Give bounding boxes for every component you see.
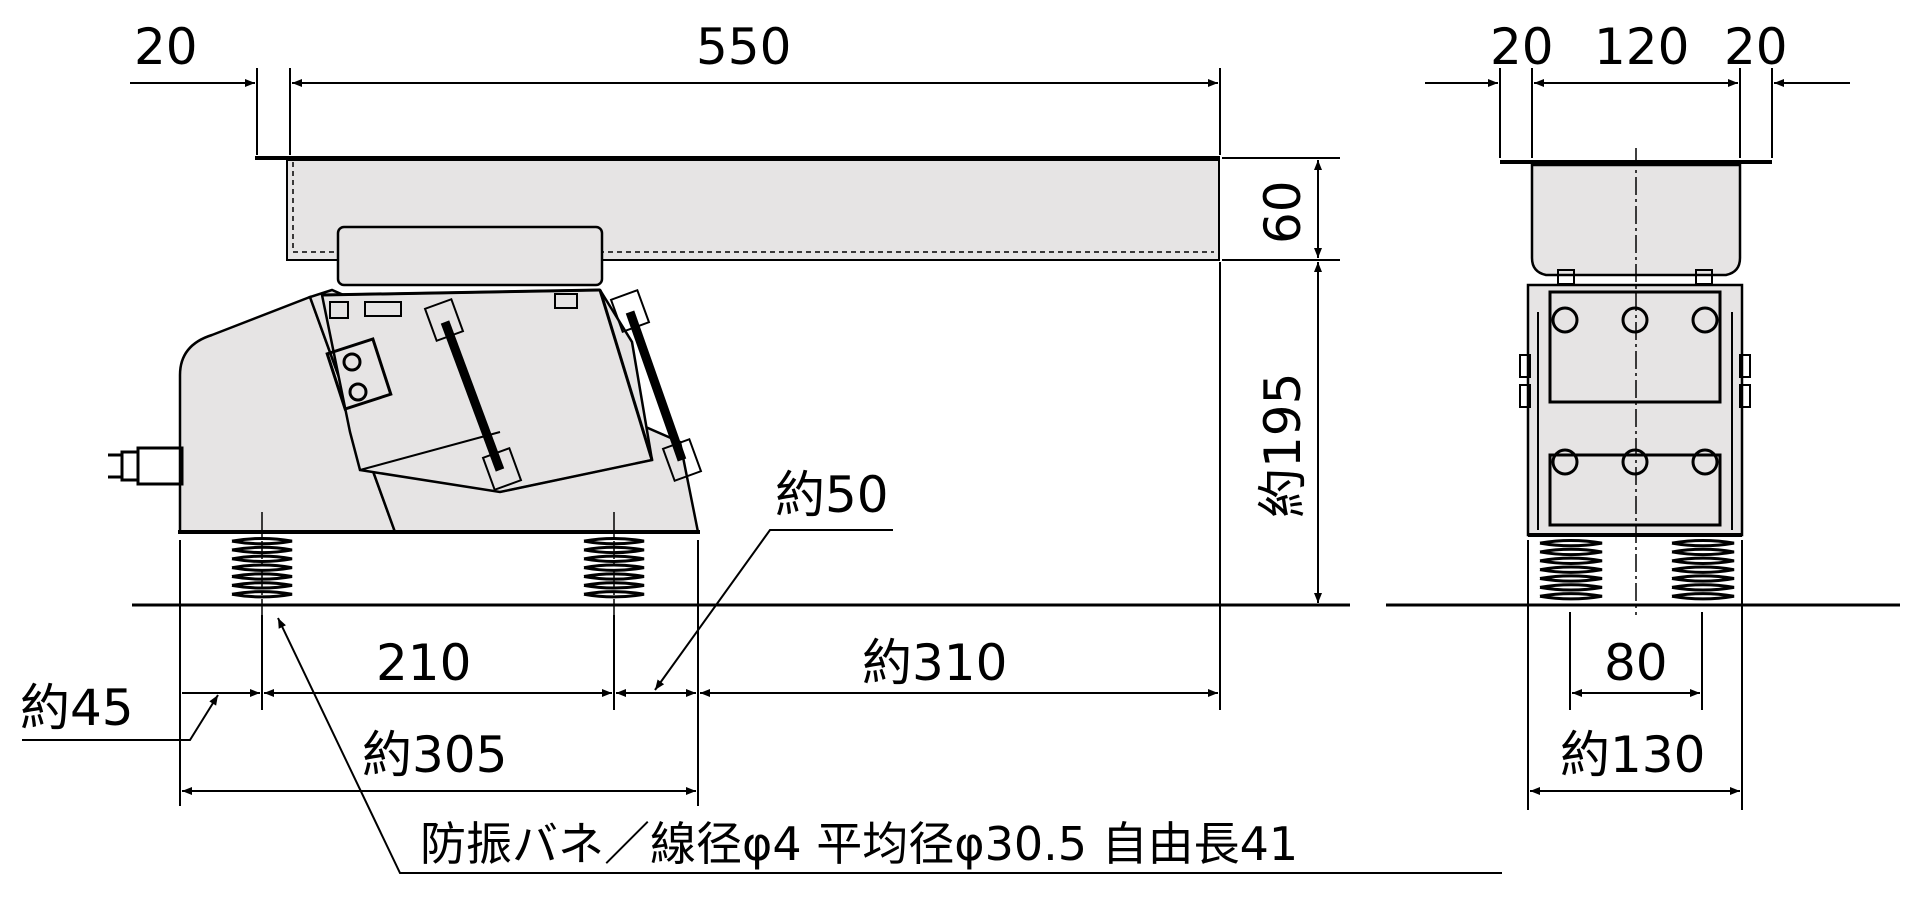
spring-coil-turn xyxy=(1671,556,1735,565)
spring-coil-turn xyxy=(1539,583,1603,592)
spring-coil-turn xyxy=(583,590,645,599)
spring-coil-turn xyxy=(231,581,293,590)
dim-305: 約305 xyxy=(362,726,507,784)
front-drive-body xyxy=(1526,283,1744,537)
drive-cover xyxy=(336,225,604,287)
dim-550: 550 xyxy=(696,18,791,76)
spring-coil-turn xyxy=(583,563,645,572)
drive-housing xyxy=(178,295,397,534)
spring-coil-turn xyxy=(583,581,645,590)
spring-coil-turn xyxy=(1671,538,1735,548)
front-spring-right xyxy=(1671,538,1735,602)
spring-coil-turn xyxy=(231,545,293,555)
dim-50: 約50 xyxy=(775,466,889,524)
leaf-spring-assembly xyxy=(320,288,703,494)
spring-coil-turn xyxy=(1671,592,1735,601)
spring-coil-turn xyxy=(231,572,293,581)
spring-coil-turn xyxy=(231,536,293,546)
spring-coil-turn xyxy=(231,590,293,599)
spring-coil-turn xyxy=(1671,547,1735,557)
spring-specification-note: 防振バネ／線径φ4 平均径φ30.5 自由長41 xyxy=(420,817,1298,871)
dim-310: 約310 xyxy=(862,634,1007,692)
spring-coil-turn xyxy=(1539,565,1603,574)
side-view: 20 550 60 約195 約50 210 約310 約45 約305 xyxy=(20,18,1502,874)
spring-coil-turn xyxy=(583,554,645,563)
dim-80: 80 xyxy=(1604,634,1668,692)
spring-coil-turn xyxy=(1671,574,1735,583)
spring-coil-turn xyxy=(1539,556,1603,565)
spring-coil-turn xyxy=(583,572,645,581)
dim-210: 210 xyxy=(376,634,471,692)
dim-60: 60 xyxy=(1254,180,1312,244)
dim-20-front-right: 20 xyxy=(1724,18,1788,76)
spring-coil-turn xyxy=(1539,547,1603,557)
dim-195: 約195 xyxy=(1254,373,1312,518)
spring-coil-turn xyxy=(1539,592,1603,601)
front-spring-left xyxy=(1539,538,1603,602)
spring-coil-turn xyxy=(583,536,645,546)
dim-120: 120 xyxy=(1594,18,1689,76)
dim-20-front-left: 20 xyxy=(1490,18,1554,76)
spring-coil-turn xyxy=(1539,538,1603,548)
front-view: 20 120 20 80 約130 xyxy=(1386,18,1900,810)
spring-coil-turn xyxy=(583,545,645,555)
dim-45: 約45 xyxy=(20,679,134,737)
cable-connector xyxy=(108,446,184,486)
spring-coil-turn xyxy=(1539,574,1603,583)
spring-coil-turn xyxy=(231,554,293,563)
spring-coil-turn xyxy=(231,563,293,572)
dim-130: 約130 xyxy=(1560,726,1705,784)
spring-coil-turn xyxy=(1671,583,1735,592)
dim-20-side: 20 xyxy=(134,18,198,76)
spring-coil-turn xyxy=(1671,565,1735,574)
